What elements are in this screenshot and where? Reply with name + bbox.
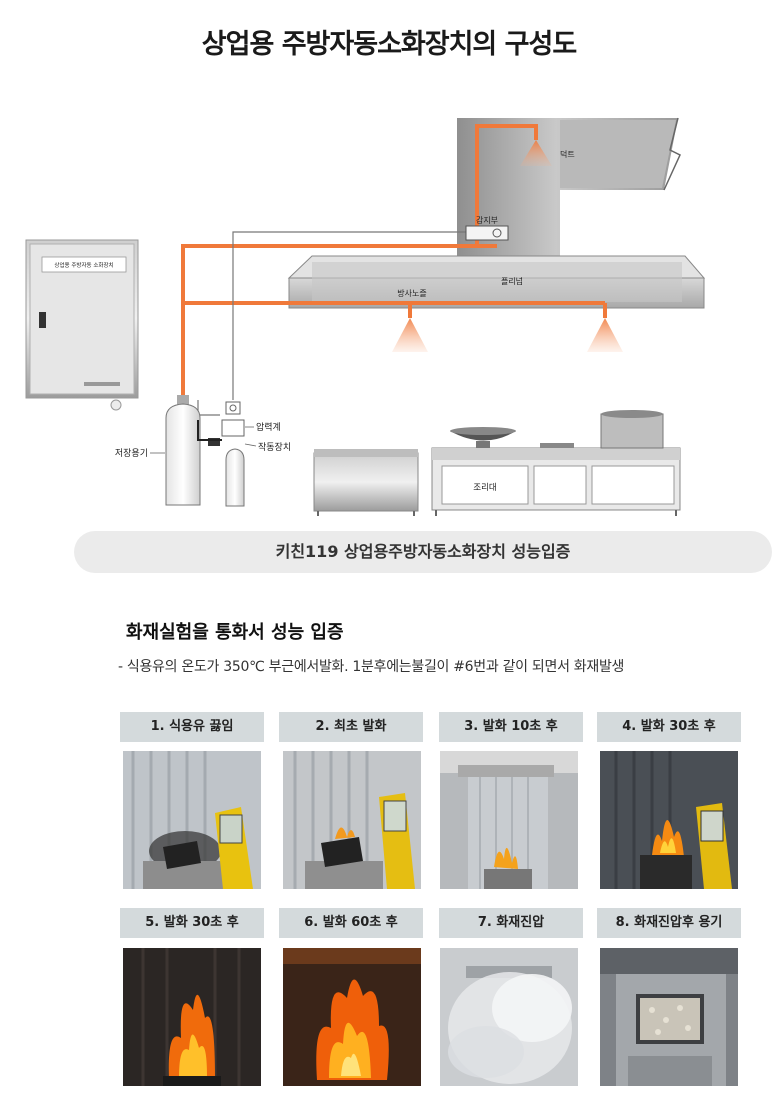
step-label-7: 7. 화재진압	[439, 908, 583, 938]
step-label-1: 1. 식용유 끓임	[120, 712, 264, 742]
storage-cylinder	[165, 395, 201, 506]
step-label-6: 6. 발화 60초 후	[279, 908, 423, 938]
actuator-cylinder	[197, 401, 245, 507]
control-panel	[25, 239, 139, 411]
photo-step-7	[440, 948, 578, 1086]
label-hood: 플리넘	[501, 276, 523, 286]
step-label-8: 8. 화재진압후 용기	[597, 908, 741, 938]
label-nozzle: 방사노즐	[397, 288, 426, 298]
label-actuator: 작동장치	[258, 441, 291, 453]
label-leaders	[150, 426, 257, 454]
step-label-2: 2. 최초 발화	[279, 712, 423, 742]
nozzle-spray-left	[392, 318, 428, 352]
nozzle-spray-right	[587, 318, 623, 352]
performance-banner: 키친119 상업용주방자동소화장치 성능입증	[74, 531, 772, 573]
label-duct: 덕트	[560, 149, 575, 159]
photo-step-8	[600, 948, 738, 1086]
photo-step-3	[440, 751, 578, 889]
hood	[287, 255, 706, 309]
photo-step-1	[123, 751, 261, 889]
panel-label: 상업용 주방자동 소화장치	[54, 261, 113, 269]
photo-step-6	[283, 948, 421, 1086]
photo-step-2	[283, 751, 421, 889]
duct	[457, 117, 681, 258]
page-title: 상업용 주방자동소화장치의 구성도	[201, 29, 577, 60]
photo-step-5	[123, 948, 261, 1086]
section-description: - 식용유의 온도가 350℃ 부근에서발화. 1분후에는불길이 #6번과 같이…	[118, 659, 625, 675]
step-label-5: 5. 발화 30초 후	[120, 908, 264, 938]
step-label-4: 4. 발화 30초 후	[597, 712, 741, 742]
sensor-unit	[465, 225, 509, 241]
cooking-equipment	[313, 410, 681, 516]
pipe-network	[181, 124, 607, 395]
photo-step-4	[600, 751, 738, 889]
section-title: 화재실험을 통화서 성능 입증	[126, 622, 344, 643]
duct-nozzle-spray	[520, 140, 552, 166]
step-label-3: 3. 발화 10초 후	[439, 712, 583, 742]
system-diagram: 상업용 주방자동 소화장치 덕트	[25, 117, 706, 516]
label-cooking-table: 조리대	[473, 483, 496, 493]
label-storage: 저장용기	[115, 448, 148, 459]
label-sensor: 감지부	[476, 215, 498, 225]
label-pressure-gauge: 압력계	[256, 421, 281, 433]
